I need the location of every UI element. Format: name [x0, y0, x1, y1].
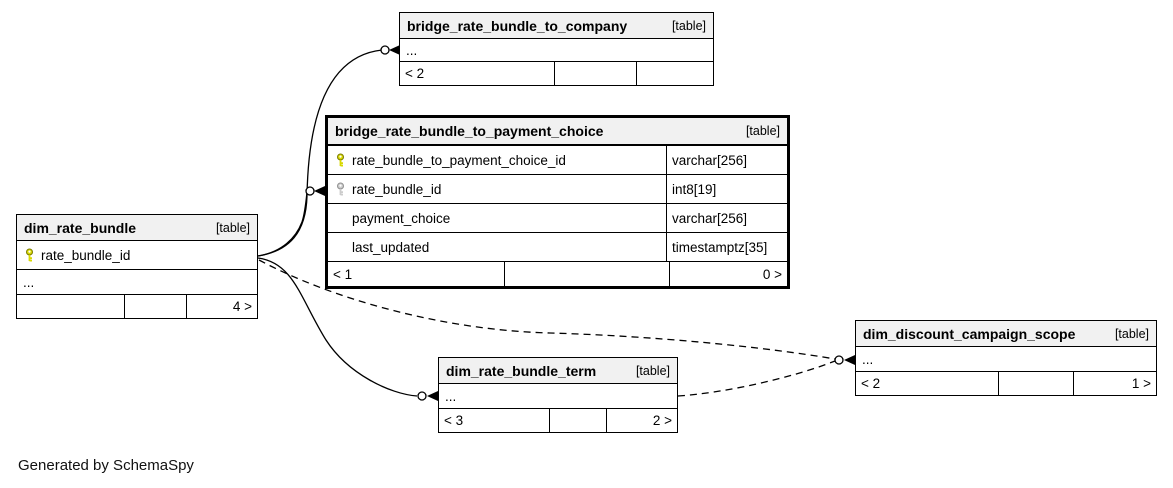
footer-mid-cell — [504, 262, 669, 286]
column-row[interactable]: payment_choice varchar[256] — [328, 204, 787, 233]
edge-dim-rate-bundle-term-to-dim-discount-campaign-scope — [677, 360, 836, 397]
primary-key-icon — [328, 146, 352, 174]
table-footer: < 2 1 > — [856, 372, 1156, 395]
table-badge: [table] — [745, 124, 780, 138]
footer-mid-cell — [124, 295, 186, 318]
circle-connector-icon — [305, 186, 315, 196]
table-name[interactable]: dim_rate_bundle — [24, 219, 137, 236]
edge-dim-rate-bundle-to-dim-rate-bundle-term — [257, 257, 418, 397]
table-footer: < 1 0 > — [328, 262, 787, 286]
table-dim-rate-bundle-term[interactable]: dim_rate_bundle_term [table] ... < 3 2 > — [438, 357, 678, 433]
table-bridge-rate-bundle-to-company[interactable]: bridge_rate_bundle_to_company [table] ..… — [399, 12, 714, 86]
foreign-key-icon — [328, 175, 352, 203]
column-type: timestamptz[35] — [666, 233, 787, 261]
footer-parents-count: < 2 — [861, 376, 881, 391]
table-header[interactable]: bridge_rate_bundle_to_payment_choice [ta… — [328, 118, 787, 146]
footer-children-count: 4 > — [186, 295, 257, 318]
table-name[interactable]: bridge_rate_bundle_to_payment_choice — [335, 123, 604, 139]
column-type: varchar[256] — [666, 204, 787, 232]
column-row[interactable]: rate_bundle_id int8[19] — [328, 175, 787, 204]
hidden-columns-row: ... — [400, 39, 713, 62]
footer-parents-count: < 2 — [405, 66, 425, 81]
circle-connector-icon — [380, 45, 390, 55]
column-row[interactable]: last_updated timestamptz[35] — [328, 233, 787, 262]
generated-by-note: Generated by SchemaSpy — [18, 457, 194, 474]
table-header[interactable]: bridge_rate_bundle_to_company [table] — [400, 13, 713, 39]
crow-arrow-icon — [844, 355, 855, 365]
table-name[interactable]: bridge_rate_bundle_to_company — [407, 17, 628, 34]
circle-connector-icon — [417, 391, 427, 401]
crow-arrow-icon — [427, 391, 438, 401]
footer-mid-cell — [554, 62, 636, 85]
column-name[interactable]: payment_choice — [352, 210, 451, 226]
table-badge: [table] — [1114, 326, 1149, 341]
table-footer: < 2 — [400, 62, 713, 85]
table-dim-discount-campaign-scope[interactable]: dim_discount_campaign_scope [table] ... … — [855, 320, 1157, 396]
no-key-spacer — [328, 204, 352, 232]
footer-parents-count: < 1 — [333, 266, 353, 282]
table-name[interactable]: dim_discount_campaign_scope — [863, 325, 1076, 342]
table-header[interactable]: dim_rate_bundle [table] — [17, 215, 257, 241]
crow-arrow-icon — [314, 186, 325, 196]
column-type: varchar[256] — [666, 146, 787, 174]
table-bridge-rate-bundle-to-payment-choice[interactable]: bridge_rate_bundle_to_payment_choice [ta… — [325, 115, 790, 289]
table-footer: 4 > — [17, 295, 257, 318]
footer-children-count — [636, 62, 713, 85]
hidden-columns-row: ... — [17, 270, 257, 295]
table-name[interactable]: dim_rate_bundle_term — [446, 362, 597, 379]
footer-children-count: 2 > — [606, 409, 677, 432]
edge-dim-rate-bundle-to-bridge-payment-choice — [257, 191, 308, 257]
column-name[interactable]: last_updated — [352, 239, 430, 255]
footer-mid-cell — [998, 372, 1073, 395]
no-key-spacer — [328, 233, 352, 261]
table-footer: < 3 2 > — [439, 409, 677, 432]
hidden-columns-row: ... — [439, 384, 677, 409]
table-badge: [table] — [215, 220, 250, 235]
column-row[interactable]: rate_bundle_to_payment_choice_id varchar… — [328, 146, 787, 175]
primary-key-icon — [17, 241, 41, 269]
column-name[interactable]: rate_bundle_id — [352, 181, 442, 197]
hidden-columns-row: ... — [856, 347, 1156, 372]
column-row[interactable]: rate_bundle_id — [17, 241, 257, 270]
crow-arrow-icon — [389, 45, 400, 55]
column-name[interactable]: rate_bundle_to_payment_choice_id — [352, 152, 566, 168]
table-badge: [table] — [671, 18, 706, 33]
column-name[interactable]: rate_bundle_id — [41, 247, 131, 263]
table-header[interactable]: dim_discount_campaign_scope [table] — [856, 321, 1156, 347]
footer-children-count: 0 > — [669, 262, 787, 286]
edge-connectors — [305, 45, 855, 401]
table-dim-rate-bundle[interactable]: dim_rate_bundle [table] rate_bundle_id .… — [16, 214, 258, 319]
footer-parents-count: < 3 — [444, 413, 464, 428]
column-type: int8[19] — [666, 175, 787, 203]
table-badge: [table] — [635, 363, 670, 378]
footer-parents-count — [17, 295, 124, 318]
table-header[interactable]: dim_rate_bundle_term [table] — [439, 358, 677, 384]
edge-dim-rate-bundle-to-bridge-company — [257, 49, 383, 257]
footer-mid-cell — [549, 409, 606, 432]
circle-connector-icon — [834, 355, 844, 365]
footer-children-count: 1 > — [1073, 372, 1156, 395]
edge-dim-rate-bundle-to-dim-discount-campaign-scope — [258, 259, 836, 360]
